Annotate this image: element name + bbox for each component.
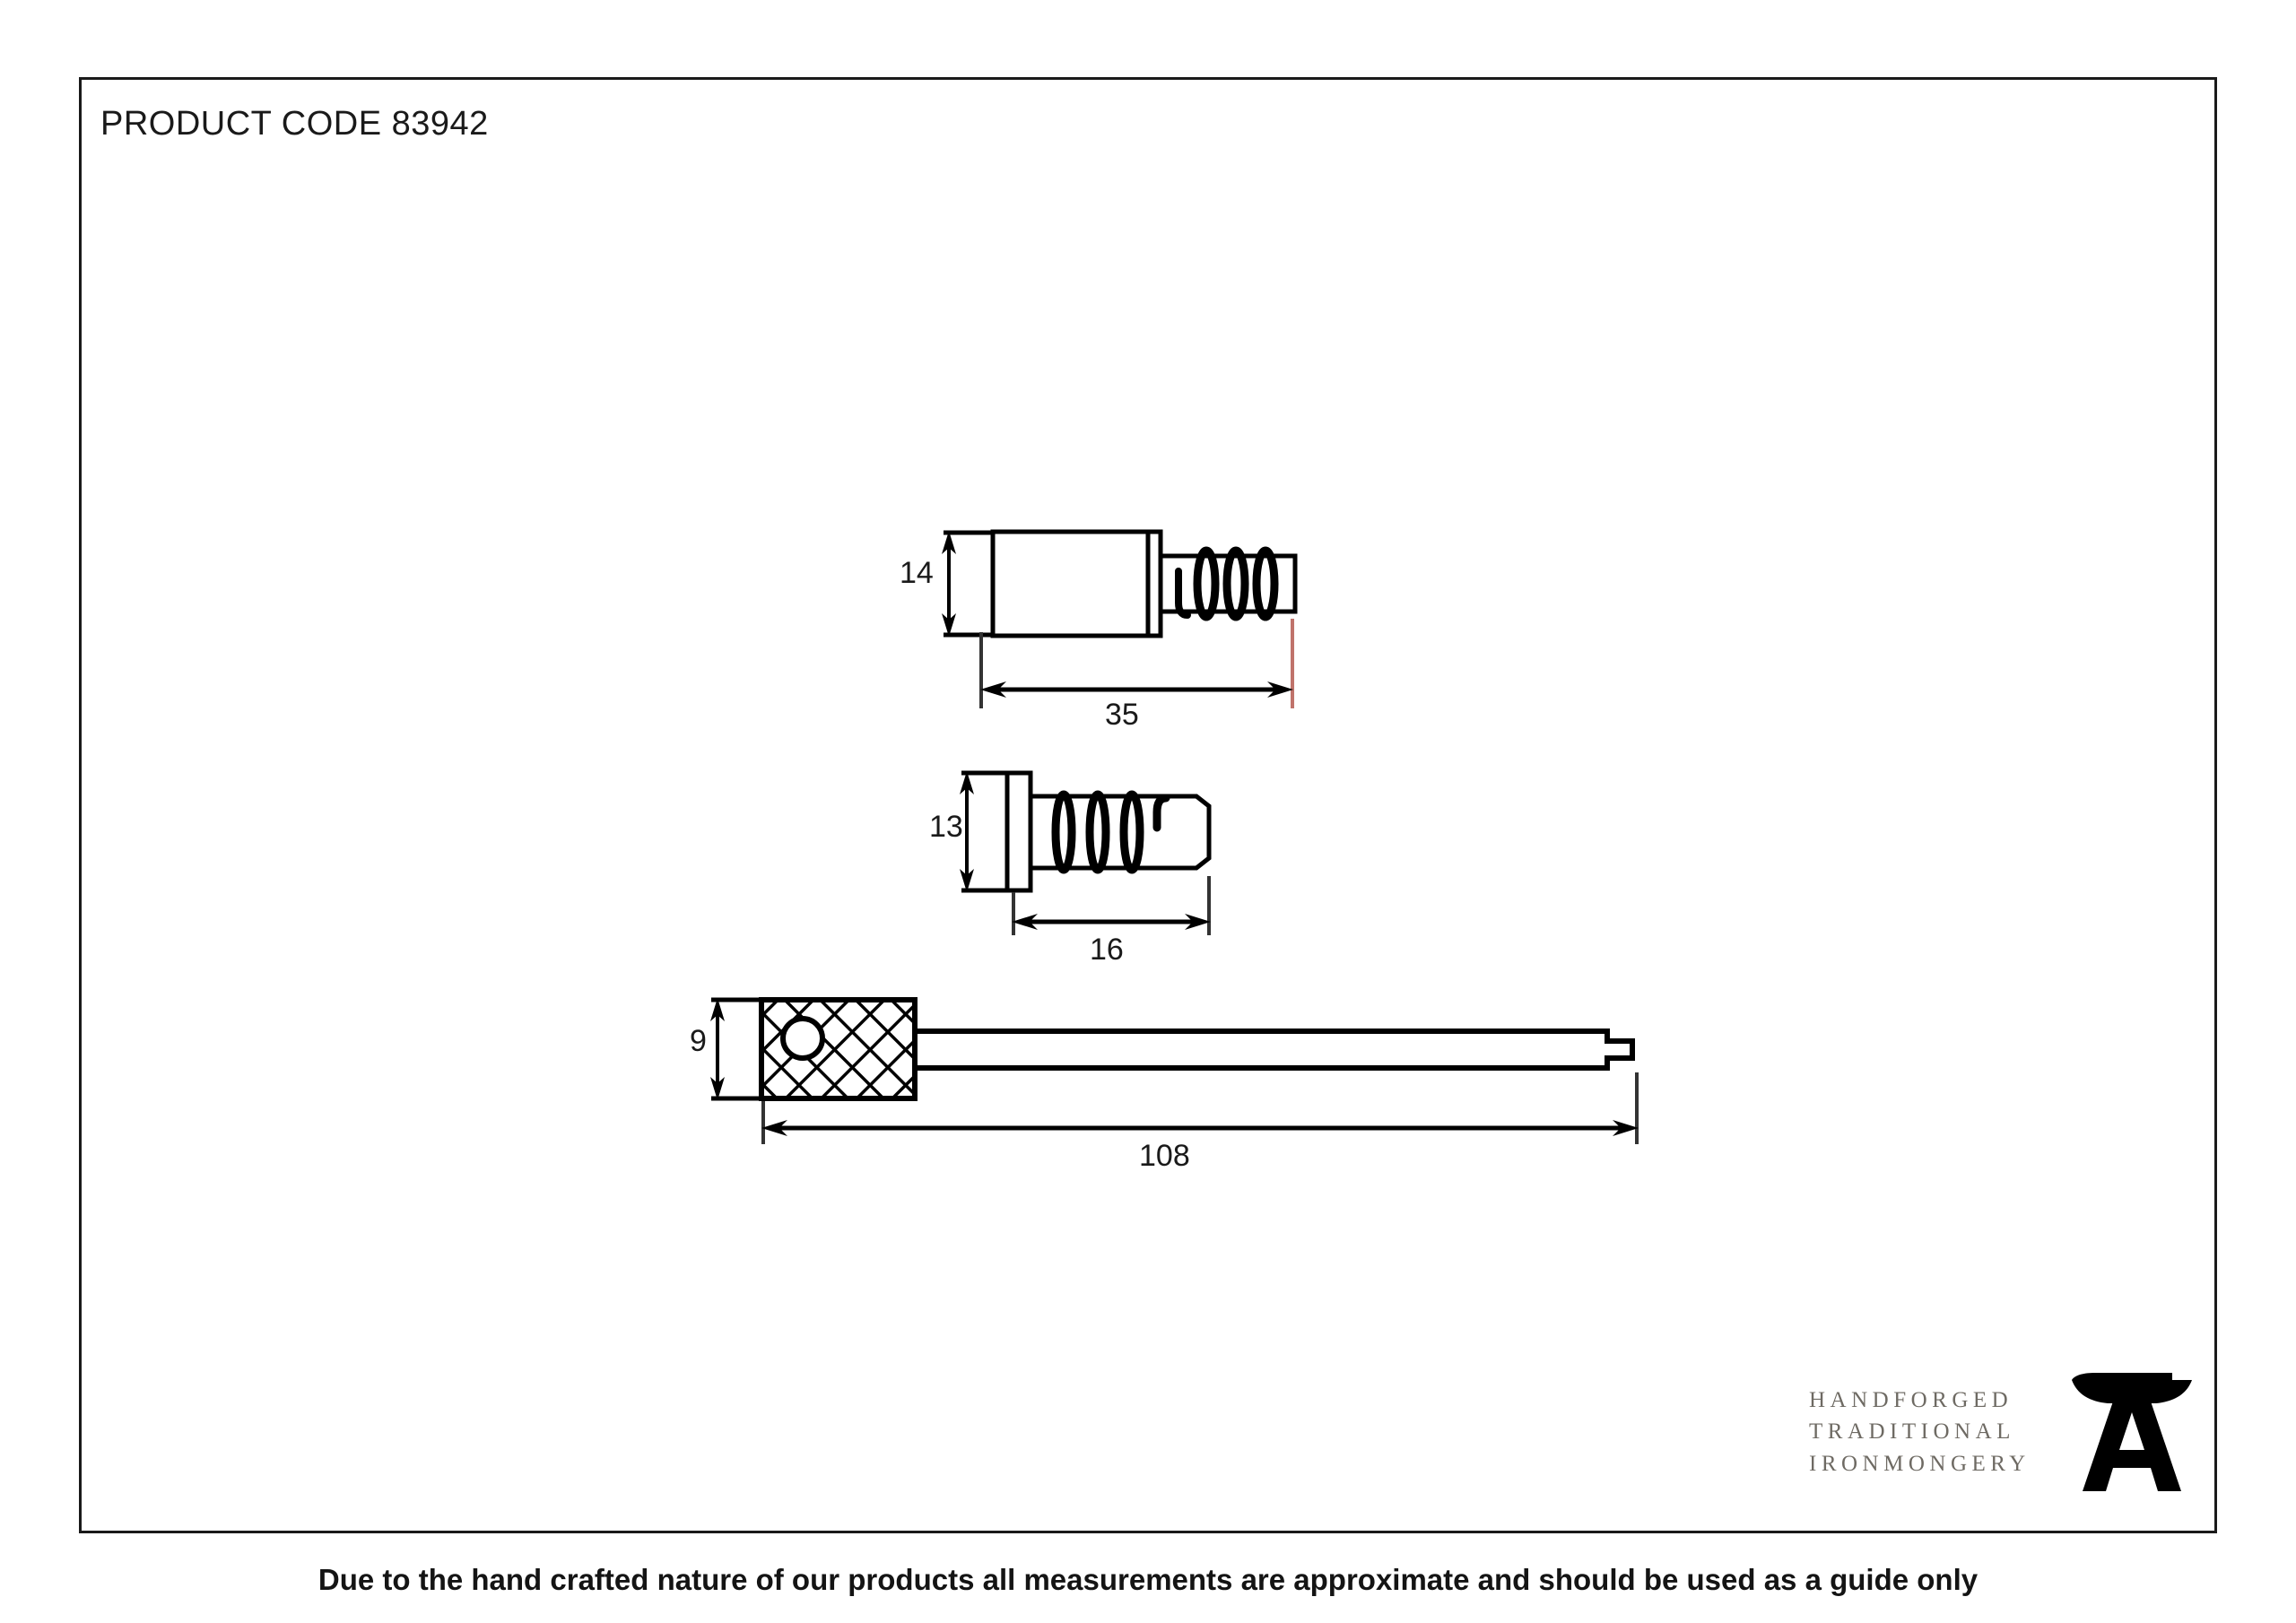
dimension-label-9: 9 — [690, 1024, 707, 1058]
brand-line-ironmongery: IRONMONGERY — [1809, 1451, 2031, 1476]
anvil-a-logo-icon — [2071, 1373, 2192, 1491]
brand-logo: HANDFORGED TRADITIONAL IRONMONGERY — [1789, 1365, 2192, 1499]
brand-wordmark: HANDFORGED TRADITIONAL IRONMONGERY — [1809, 1384, 2031, 1480]
dimension-label-13: 13 — [929, 810, 963, 844]
drawing-frame-border — [79, 77, 2217, 1533]
page-title: PRODUCT CODE 83942 — [100, 105, 489, 143]
dimension-label-35: 35 — [1105, 698, 1139, 732]
footer-disclaimer: Due to the hand crafted nature of our pr… — [317, 1563, 1979, 1596]
dimension-label-108: 108 — [1139, 1139, 1190, 1173]
brand-line-traditional: TRADITIONAL — [1809, 1419, 2015, 1445]
brand-line-handforged: HANDFORGED — [1809, 1387, 2013, 1412]
dimension-label-16: 16 — [1090, 933, 1124, 967]
dimension-label-14: 14 — [900, 556, 934, 590]
